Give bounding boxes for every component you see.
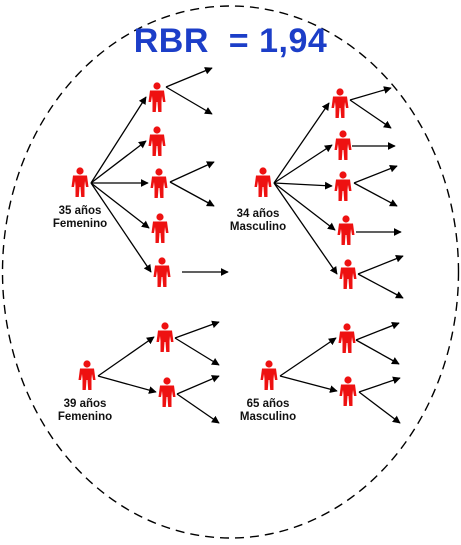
secondary-arrow — [174, 320, 220, 339]
case-label-2: 34 años Masculino — [218, 208, 298, 234]
case-sex: Masculino — [239, 411, 297, 423]
contact-person-icon — [338, 323, 356, 353]
transmission-arrow — [273, 182, 338, 275]
secondary-arrow — [349, 99, 392, 129]
case-sex: Masculino — [229, 221, 287, 233]
transmission-arrow — [279, 375, 338, 393]
secondary-arrow — [169, 161, 215, 183]
case-sex: Femenino — [52, 218, 108, 230]
secondary-arrow — [176, 375, 220, 395]
contact-person-icon — [334, 130, 352, 160]
transmission-arrow — [90, 182, 150, 229]
contact-person-icon — [153, 257, 171, 287]
contact-person-icon — [148, 82, 166, 112]
boundary-ellipse — [1, 5, 460, 539]
case-sex: Femenino — [57, 411, 113, 423]
secondary-arrow — [165, 67, 213, 88]
case-person-icon — [260, 360, 278, 390]
transmission-arrow — [273, 102, 330, 184]
case-age: 35 años — [58, 205, 102, 217]
case-label-4: 65 años Masculino — [228, 398, 308, 424]
page-title: RBR = 1,94 — [133, 22, 328, 60]
secondary-arrow — [358, 376, 401, 393]
case-person-icon — [78, 360, 96, 390]
contact-person-icon — [156, 322, 174, 352]
contact-person-icon — [148, 126, 166, 156]
contact-person-icon — [334, 171, 352, 201]
transmission-arrow — [279, 337, 337, 377]
secondary-arrow — [358, 391, 401, 424]
transmission-arrow — [97, 375, 157, 394]
secondary-arrow — [357, 273, 404, 299]
transmission-arrow — [97, 336, 155, 377]
contact-person-icon — [339, 259, 357, 289]
contact-person-icon — [151, 213, 169, 243]
transmission-arrow — [90, 140, 147, 184]
case-label-1: 35 años Femenino — [40, 205, 120, 231]
transmission-arrow — [90, 96, 147, 184]
secondary-arrow — [174, 337, 220, 366]
secondary-arrow — [357, 254, 404, 275]
secondary-arrow — [169, 181, 215, 207]
secondary-arrow — [355, 321, 400, 341]
secondary-arrow — [353, 182, 398, 207]
transmission-arrow — [273, 181, 333, 190]
case-age: 34 años — [236, 208, 280, 220]
secondary-arrow — [176, 393, 220, 424]
contact-person-icon — [337, 215, 355, 245]
case-age: 65 años — [246, 398, 290, 410]
contact-person-icon — [339, 376, 357, 406]
transmission-arrow — [90, 182, 152, 273]
transmission-arrow — [273, 144, 333, 184]
case-person-icon — [254, 167, 272, 197]
secondary-arrow — [349, 86, 392, 101]
case-age: 39 años — [63, 398, 107, 410]
contact-person-icon — [331, 88, 349, 118]
case-label-3: 39 años Femenino — [45, 398, 125, 424]
secondary-arrow — [355, 339, 400, 365]
secondary-arrow — [353, 164, 398, 184]
case-person-icon — [71, 167, 89, 197]
transmission-arrow — [273, 182, 336, 231]
contact-person-icon — [158, 377, 176, 407]
secondary-arrow — [165, 86, 213, 115]
contact-person-icon — [150, 168, 168, 198]
